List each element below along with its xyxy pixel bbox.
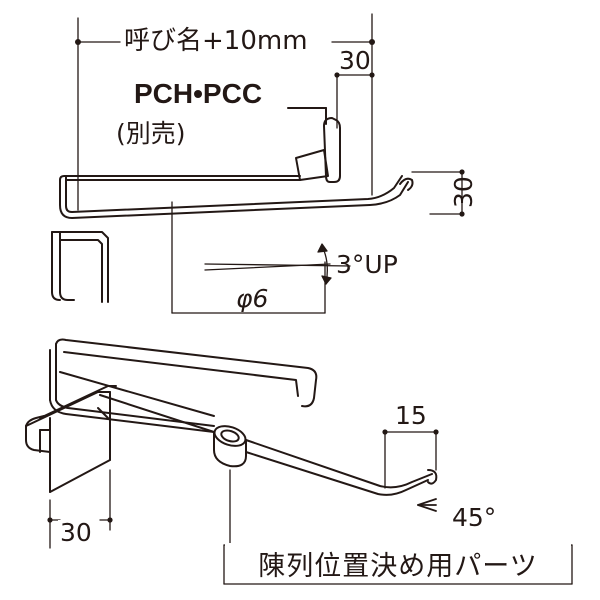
overall-length-label: 呼び名+10mm [124, 26, 308, 56]
positioning-sleeve [213, 425, 247, 468]
height-label: 30 [449, 176, 478, 208]
hook-wire-top [59, 175, 414, 219]
bracket-bottom [25, 385, 117, 493]
part-name-label: PCH•PCC [134, 78, 263, 109]
top-width-label: 30 [339, 46, 371, 75]
diameter-dimension [171, 201, 326, 314]
bracket-top [51, 231, 109, 303]
sold-separately-label: (別売) [116, 119, 186, 148]
angle-up-label: 3°UP [336, 250, 398, 279]
tip-length-dimension [384, 431, 437, 489]
bottom-width-label: 30 [58, 518, 94, 547]
caption-label: 陳列位置決め用パーツ [225, 543, 571, 583]
angle-marker [417, 498, 437, 512]
height-dimension [411, 171, 463, 215]
top-width-dimension [336, 74, 373, 129]
diameter-label: φ6 [236, 284, 269, 313]
angle-label: 45° [452, 503, 497, 532]
angle-up-indicator [204, 243, 351, 285]
pch-part [287, 107, 341, 183]
tip-length-label: 15 [395, 401, 427, 430]
hook-wire-bottom [49, 338, 438, 496]
